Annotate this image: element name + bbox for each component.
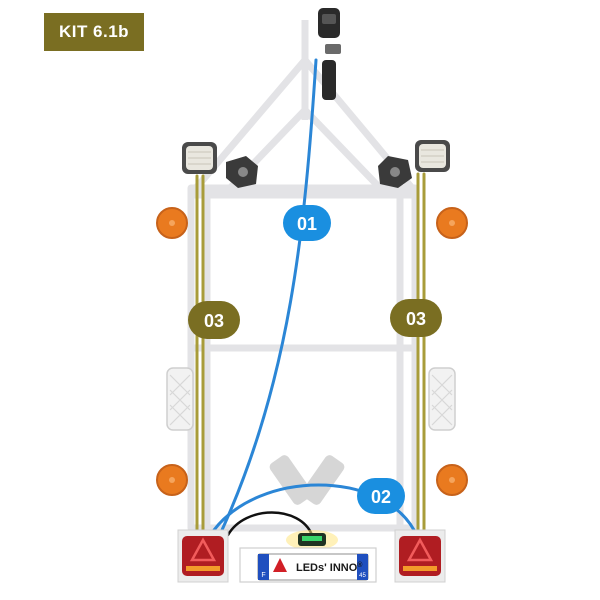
plate-left-letter: F xyxy=(261,572,265,579)
plug-connector-icon xyxy=(318,8,341,100)
left-fender xyxy=(166,367,194,431)
tail-light-left xyxy=(177,529,229,583)
tail-light-right xyxy=(394,529,446,583)
plate-right-number: 45 xyxy=(359,573,366,579)
license-plate: F 45 LEDs' INNO® xyxy=(239,547,377,583)
callout-01: 01 xyxy=(283,205,331,241)
cable-03-left xyxy=(195,174,205,532)
lamp-bracket-icon xyxy=(378,156,412,188)
plate-brand: LEDs' INNO xyxy=(296,562,358,574)
cable-plate-light xyxy=(226,511,314,537)
svg-text:LEDs' INNO®: LEDs' INNO® xyxy=(296,561,363,574)
lamp-bracket-icon xyxy=(226,156,258,188)
svg-text:03: 03 xyxy=(406,309,426,329)
svg-text:01: 01 xyxy=(297,214,317,234)
kit-badge: KIT 6.1b xyxy=(44,13,144,51)
callout-03-right: 03 xyxy=(390,299,442,337)
plate-brand-mark: ® xyxy=(357,561,363,569)
plate-light-ghosts xyxy=(269,455,345,505)
svg-text:03: 03 xyxy=(204,311,224,331)
plate-light-icon xyxy=(286,530,338,550)
right-fender xyxy=(428,367,456,431)
brand-logo-icon xyxy=(273,558,287,572)
svg-text:02: 02 xyxy=(371,487,391,507)
cables xyxy=(195,58,426,537)
cable-03-right xyxy=(416,172,426,532)
cable-01 xyxy=(220,58,318,532)
callout-03-left: 03 xyxy=(188,301,240,339)
trailer-frame xyxy=(187,20,419,532)
work-lamp-icon xyxy=(182,142,217,174)
callout-02: 02 xyxy=(357,478,405,514)
work-lamp-icon xyxy=(415,140,450,172)
side-reflectors xyxy=(156,207,468,496)
